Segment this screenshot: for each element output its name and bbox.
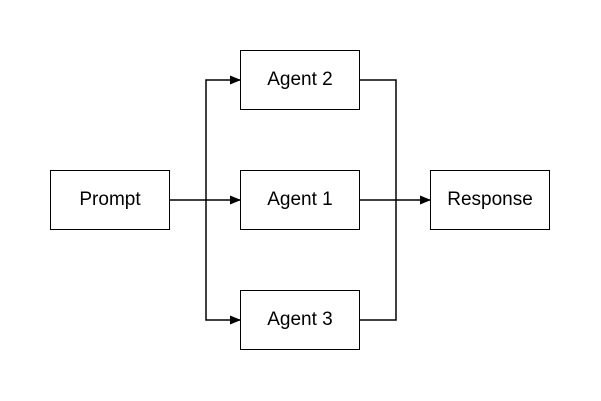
edge-prompt-to-agent3 [205,200,241,325]
node-agent3-label: Agent 3 [267,308,333,330]
node-agent2-label: Agent 2 [267,68,333,90]
node-agent3: Agent 3 [240,290,360,350]
node-agent2: Agent 2 [240,50,360,110]
node-prompt-label: Prompt [79,188,141,210]
edge-prompt-to-agent2 [205,75,241,200]
node-response-label: Response [447,188,533,210]
edge-agent3-to-merge [360,200,397,321]
node-agent1-label: Agent 1 [267,188,333,210]
edge-agent2-to-merge [360,79,397,200]
node-agent1: Agent 1 [240,170,360,230]
node-prompt: Prompt [50,170,170,230]
node-response: Response [430,170,550,230]
